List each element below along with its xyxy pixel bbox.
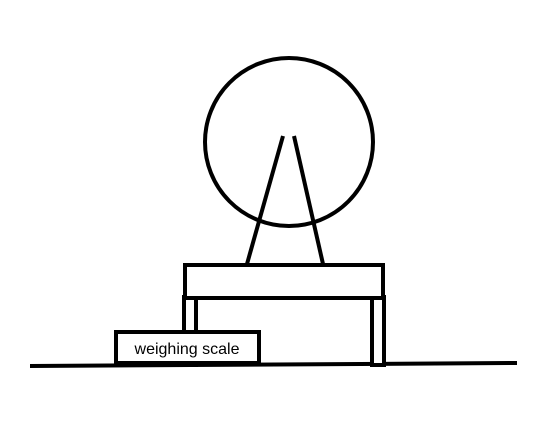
wheel-disk [203,56,375,228]
table-leg-right [370,295,386,367]
stand-leg-left [245,135,285,265]
stand-leg-right [292,135,325,265]
weighing-scale: weighing scale [114,330,261,365]
weighing-scale-label: weighing scale [134,341,240,358]
ground-line [29,361,518,368]
weighing-scale-box [114,330,261,365]
table-top [183,263,385,300]
